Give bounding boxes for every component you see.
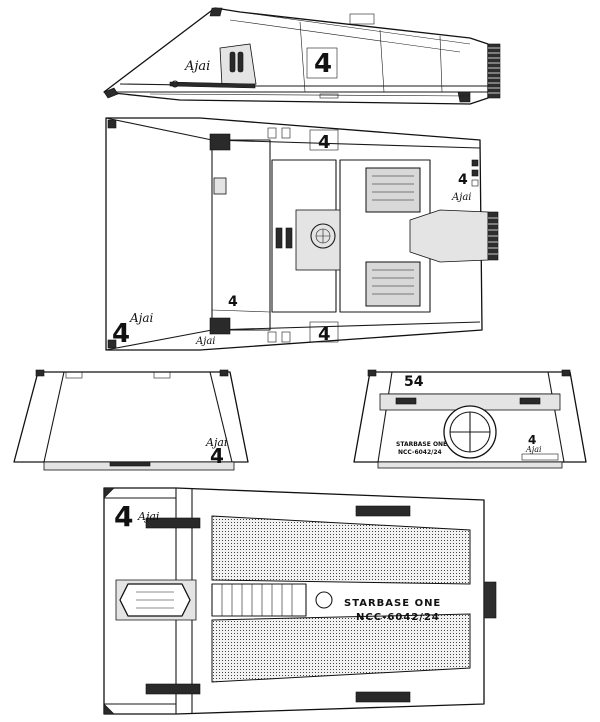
bottom-ship-name: Ajai (137, 510, 159, 523)
top-hull-number-rear: 4 (318, 324, 331, 345)
top-view: 4 4 4 4 4 Ajai Ajai Ajai (105, 117, 499, 351)
bottom-registry: NCC-6042/24 (356, 612, 440, 623)
front-ship-name: Ajai (205, 436, 227, 449)
bottom-station-name: STARBASE ONE (344, 598, 441, 609)
rear-hull-number: 4 (528, 433, 536, 447)
bottom-view: 4 Ajai STARBASE ONE NCC-6042/24 (103, 487, 497, 715)
top-hull-number-right: 4 (458, 172, 468, 188)
rear-registry: NCC-6042/24 (398, 449, 442, 456)
front-view: Ajai 4 (13, 369, 249, 471)
side-ship-name: Ajai (184, 59, 210, 74)
top-hull-number-large: 4 (112, 319, 130, 349)
rear-stern-number: 54 (404, 374, 424, 390)
top-hull-number-side: 4 (228, 294, 238, 310)
front-hull-number: 4 (210, 444, 224, 468)
rear-ship-name: Ajai (525, 445, 542, 454)
rear-view: 54 STARBASE ONE NCC-6042/24 4 Ajai (353, 369, 587, 469)
top-ship-name-rear: Ajai (195, 336, 215, 347)
side-hull-number: 4 (314, 49, 332, 79)
top-ship-name-right: Ajai (451, 192, 471, 203)
side-view: 4 Ajai (103, 7, 501, 105)
top-hull-number-front: 4 (318, 132, 331, 153)
rear-station-name: STARBASE ONE (396, 441, 447, 448)
bottom-hull-number: 4 (114, 500, 133, 533)
top-ship-name-left: Ajai (129, 311, 154, 325)
